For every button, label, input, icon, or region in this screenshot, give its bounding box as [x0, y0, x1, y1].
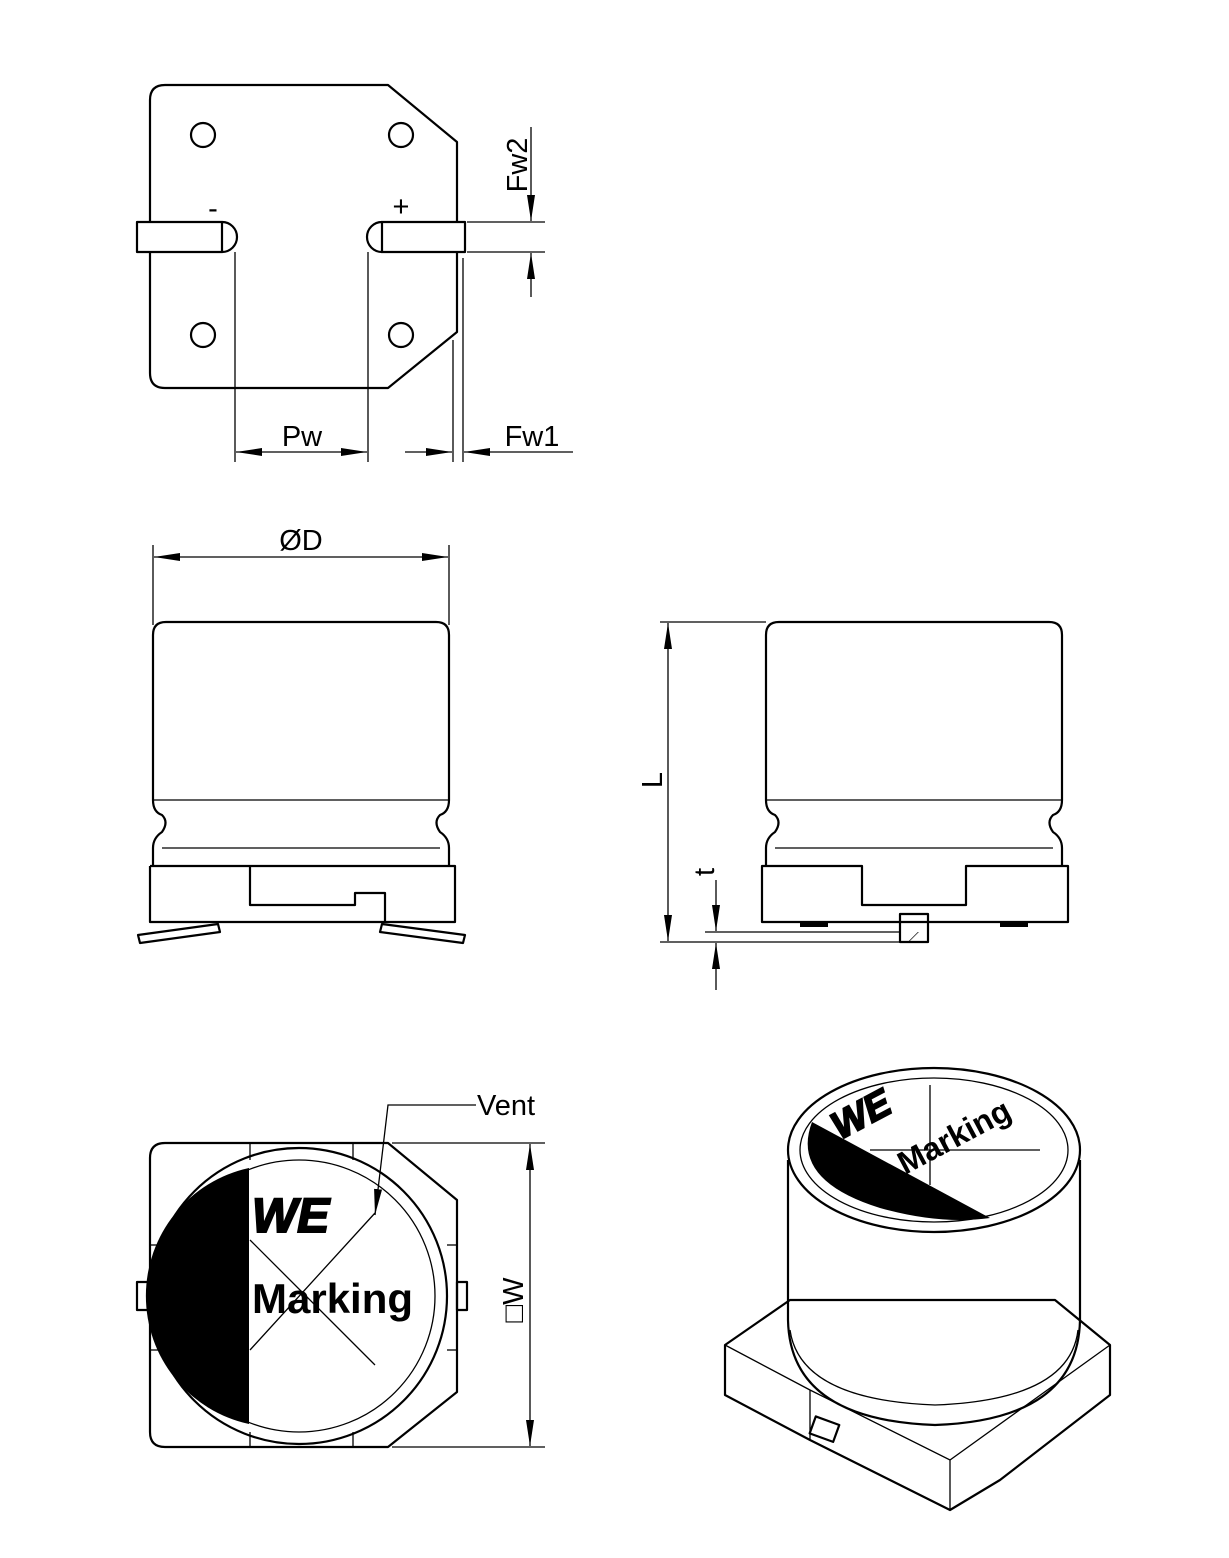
side-view-profile: L t [637, 620, 1070, 990]
t-label: t [689, 868, 721, 876]
iso-polarity-band [807, 1122, 990, 1221]
marking-text: Marking [252, 1275, 413, 1322]
plus-label: + [393, 191, 410, 223]
marking-view: WE Marking Vent □W [135, 1090, 545, 1449]
length-label: L [637, 772, 669, 788]
diameter-label: ØD [279, 525, 323, 557]
positive-terminal [365, 220, 467, 254]
w-label: □W [498, 1277, 530, 1323]
base-plate [760, 864, 1070, 924]
hole-icon [387, 121, 415, 149]
top-view-outline [148, 83, 459, 390]
hole-icon [189, 321, 217, 349]
isometric-view: WE Marking [723, 1066, 1112, 1512]
pw-label: Pw [282, 421, 323, 453]
negative-terminal [135, 220, 239, 254]
side-view-front: ØD [136, 525, 467, 945]
vent-cross [249, 1212, 376, 1366]
iso-can-top [786, 1066, 1082, 1234]
base-plate [148, 864, 457, 924]
lead-left [136, 922, 222, 945]
vent-label: Vent [477, 1090, 535, 1122]
minus-label: - [208, 193, 218, 225]
lead-right [378, 922, 467, 945]
top-view: - + Pw Fw1 Fw2 [135, 83, 573, 462]
hole-icon [387, 321, 415, 349]
polarity-band [145, 1168, 249, 1424]
capacitor-can [764, 620, 1064, 866]
iso-can [786, 1160, 1082, 1427]
capacitor-can [151, 620, 451, 866]
iso-base [723, 1298, 1112, 1512]
hole-icon [189, 121, 217, 149]
we-logo: WE [252, 1190, 331, 1243]
base-outline [148, 1141, 459, 1449]
fw2-label: Fw2 [502, 138, 534, 193]
fw1-label: Fw1 [505, 421, 560, 453]
vent-leader [374, 1104, 476, 1216]
iso-marking-text: Marking [891, 1092, 1016, 1181]
